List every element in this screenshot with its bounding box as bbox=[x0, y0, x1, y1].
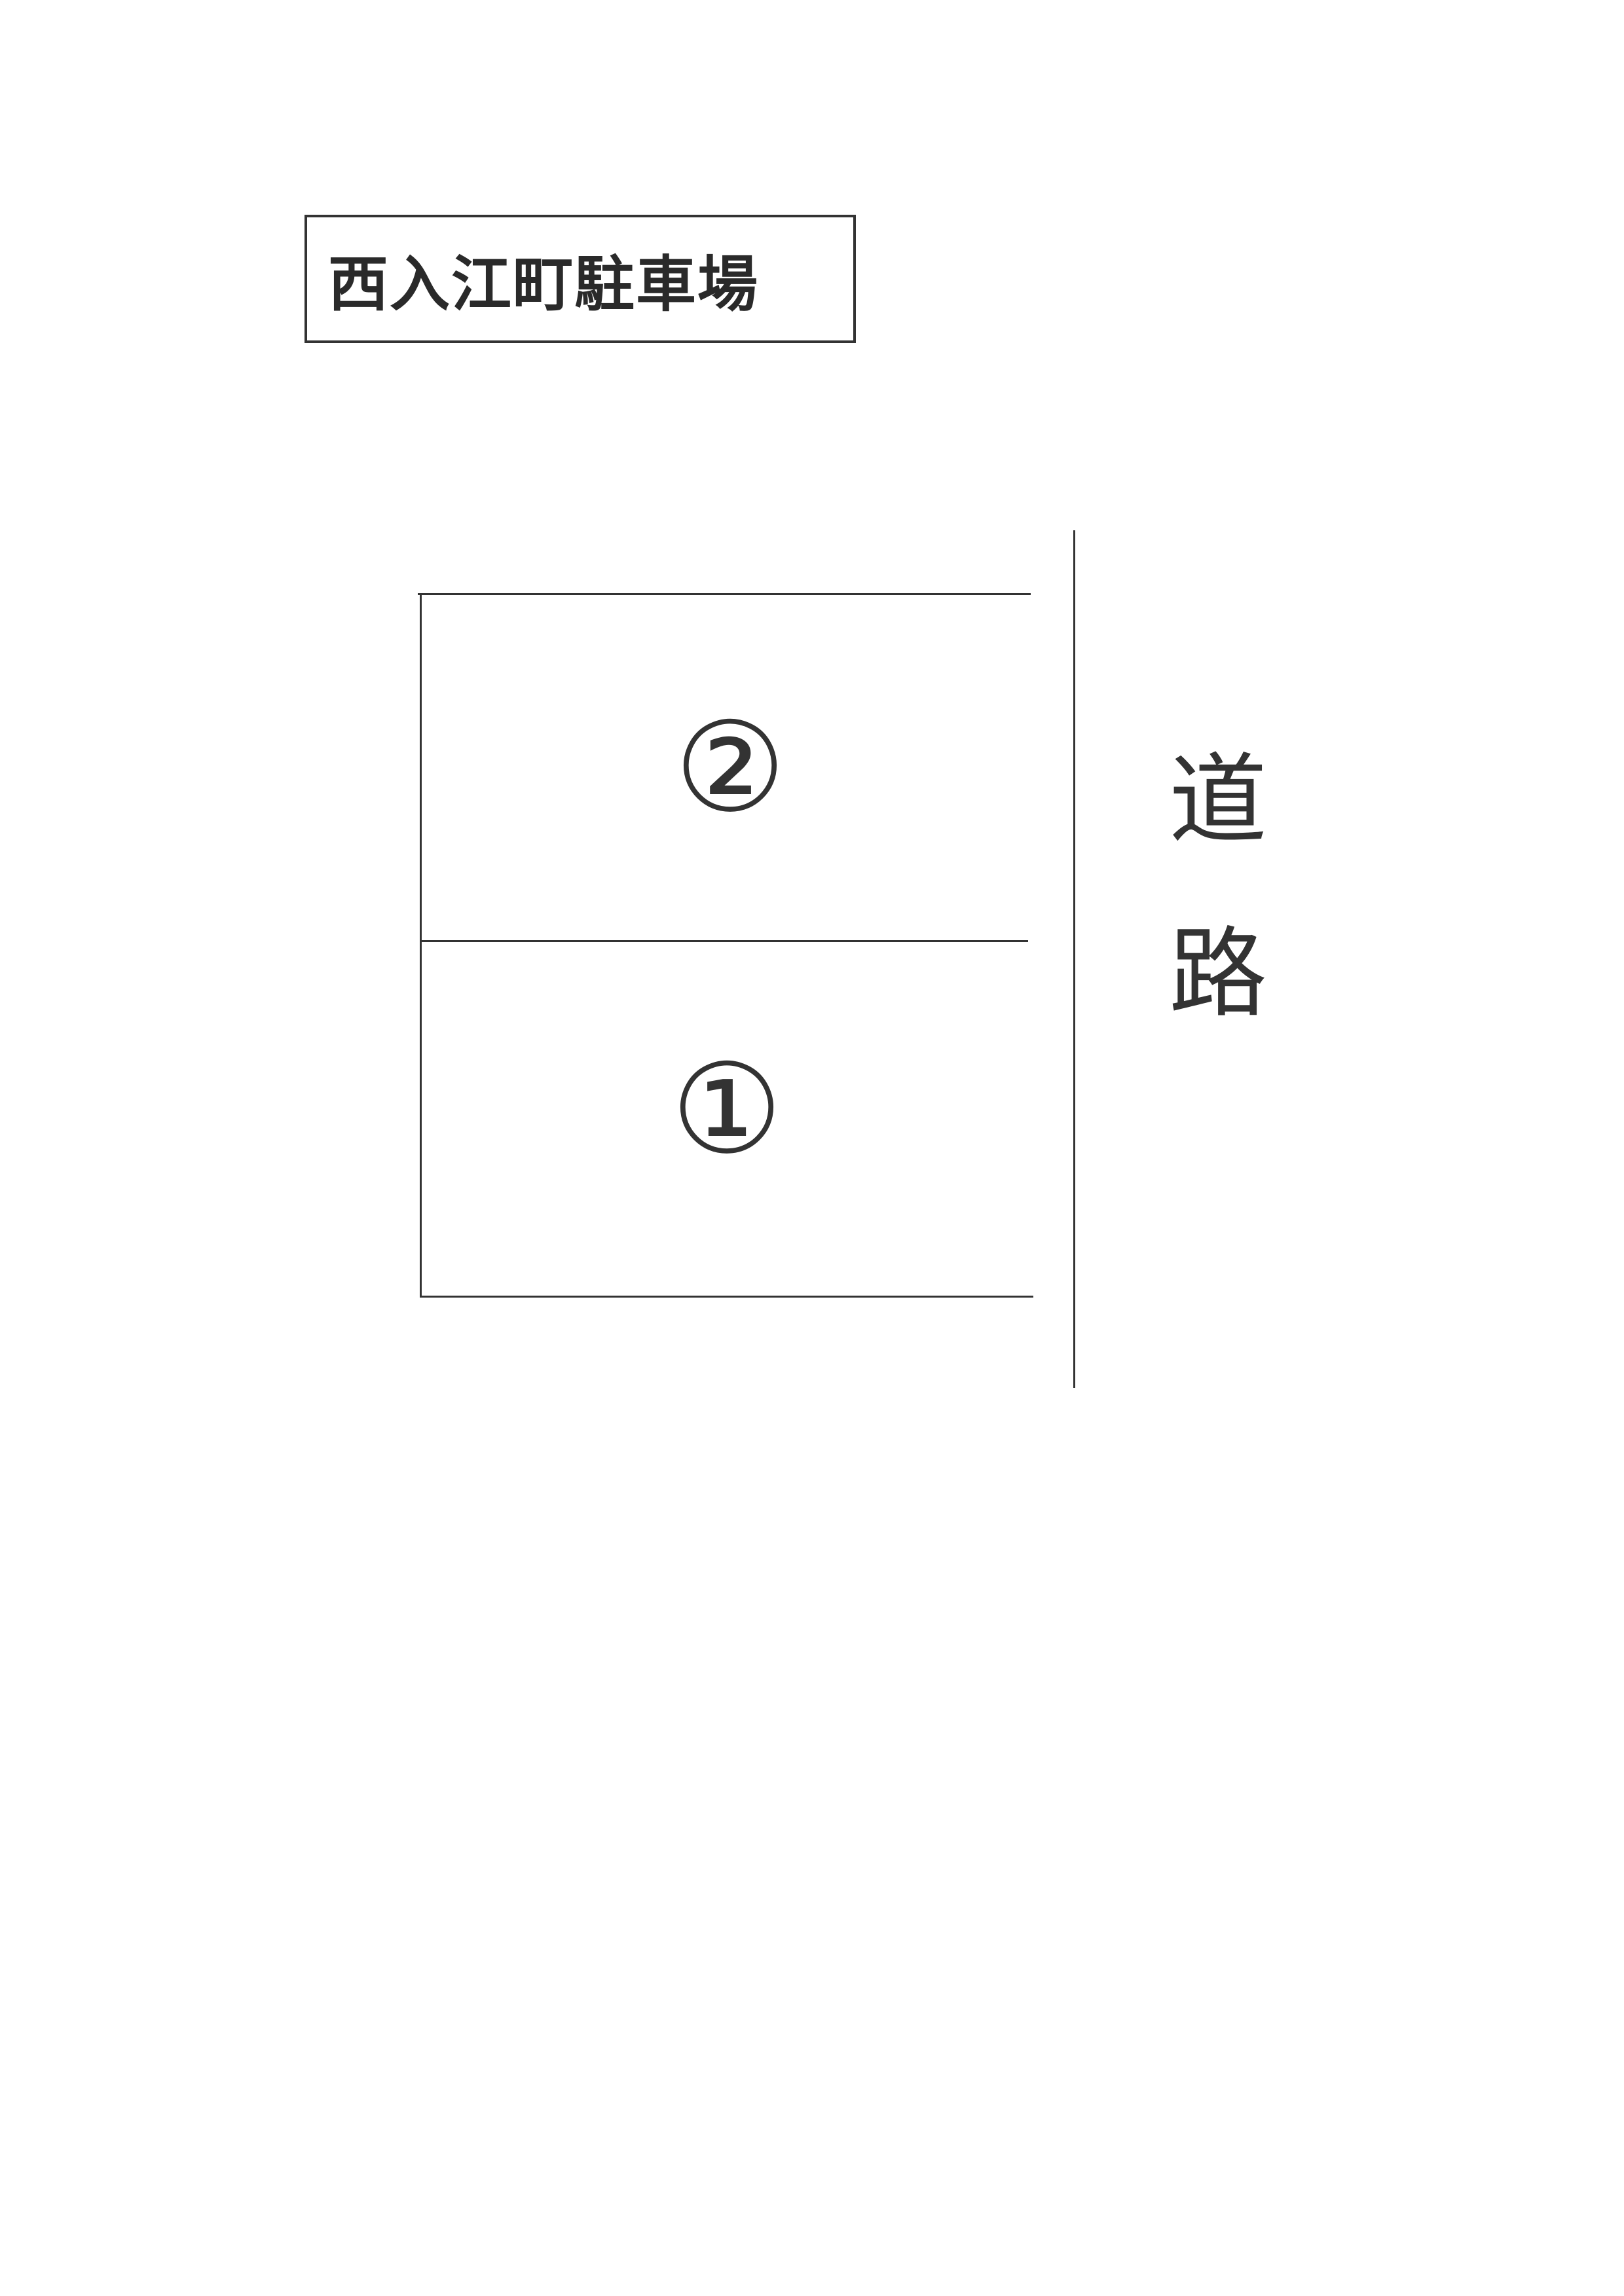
page-title: 西入江町駐車場 bbox=[328, 249, 760, 319]
title-box: 西入江町駐車場 bbox=[304, 215, 856, 343]
road-label: 道 路 bbox=[1162, 752, 1274, 1099]
lot-left-boundary bbox=[420, 593, 422, 1298]
lot-bottom-boundary bbox=[420, 1296, 1033, 1298]
lot-top-boundary bbox=[418, 593, 1031, 595]
parking-space-1-label: ① bbox=[671, 1037, 783, 1182]
road-label-char-2: 路 bbox=[1168, 917, 1267, 1031]
road-label-char-1: 道 bbox=[1168, 744, 1267, 858]
parking-space-2-label: ② bbox=[674, 695, 786, 840]
road-edge-line bbox=[1073, 530, 1075, 1388]
lot-divider bbox=[420, 940, 1028, 942]
